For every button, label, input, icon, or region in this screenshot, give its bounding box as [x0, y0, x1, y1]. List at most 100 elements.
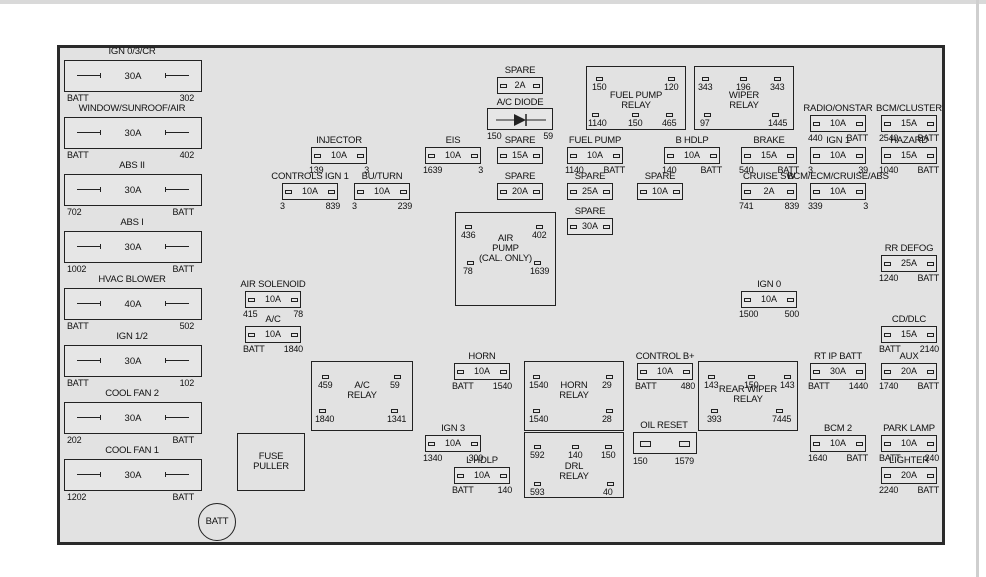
fuse-terminal: [787, 154, 794, 158]
mini-fuse-amp: 20A: [900, 366, 917, 376]
relay-pin: 1840: [315, 414, 335, 424]
relay-pin: 1540: [529, 414, 549, 424]
mini-fuse-amp: 15A: [900, 150, 917, 160]
mini-fuse-label: A/C: [265, 314, 281, 325]
mini-fuse-amp: 10A: [264, 294, 281, 304]
fuse-terminal: [248, 333, 255, 337]
relay-label: FUEL PUMP RELAY: [609, 90, 663, 111]
mini-fuse-amp: 10A: [373, 186, 390, 196]
fuse-terminal: [357, 154, 364, 158]
fuse-terminal: [500, 474, 507, 478]
mini-fuse-label: AUX: [899, 351, 919, 362]
relay-terminal: [606, 409, 613, 413]
relay-label: REAR WIPER RELAY: [718, 384, 778, 405]
relay-pin: 1341: [387, 414, 407, 424]
fuse-terminal: [428, 154, 435, 158]
mini-fuse: 10A: [245, 326, 301, 343]
mini-fuse: 25A: [881, 255, 937, 272]
relay-pin: 150: [744, 380, 759, 390]
fuse-terminal: [570, 154, 577, 158]
fuse-terminal: [683, 370, 690, 374]
mini-fuse-left-pin: 741: [739, 201, 754, 211]
mini-fuse-label: SPARE: [574, 206, 606, 217]
relay-pin: 140: [568, 450, 583, 460]
big-fuse-amp: 30A: [124, 413, 142, 424]
mini-fuse-amp: 2A: [514, 80, 526, 90]
fuse-terminal: [927, 262, 934, 266]
page-border-top: [0, 0, 986, 4]
mini-fuse-label: HORN: [468, 351, 496, 362]
mini-fuse-amp: 10A: [444, 438, 461, 448]
relay-terminal: [708, 375, 715, 379]
mini-fuse-left-pin: 540: [739, 165, 754, 175]
fuse-terminal: [533, 84, 540, 88]
mini-fuse-label: BRAKE: [753, 135, 785, 146]
relay-pin: 1140: [588, 118, 607, 128]
big-fuse-label: HVAC BLOWER: [98, 274, 166, 285]
fuse-terminal: [165, 358, 189, 363]
mini-fuse-left-pin: 339: [808, 201, 823, 211]
mini-fuse-label: IGN 3: [441, 423, 465, 434]
relay-pin: 78: [463, 266, 473, 276]
relay-terminal: [394, 375, 401, 379]
relay-pin: 465: [662, 118, 677, 128]
relay-pin: 97: [700, 118, 710, 128]
mini-fuse: 10A: [425, 435, 481, 452]
fuse-terminal: [744, 298, 751, 302]
mini-fuse-right-pin: BATT: [917, 133, 939, 143]
mini-fuse-left-pin: 415: [243, 309, 258, 319]
mini-fuse-right-pin: 300: [468, 453, 484, 463]
fuse-terminal: [285, 190, 292, 194]
mini-fuse-label: CRUISE SW: [742, 171, 796, 182]
fuse-terminal: [613, 154, 620, 158]
oil-reset-label: OIL RESET: [640, 420, 688, 431]
mini-fuse-left-pin: 1240: [879, 273, 899, 283]
big-fuse-left-pin: BATT: [67, 150, 89, 160]
mini-fuse-right-pin: BATT: [917, 381, 939, 391]
fuse-terminal: [291, 333, 298, 337]
relay-pin: 592: [530, 450, 545, 460]
fuse-terminal: [856, 122, 863, 126]
mini-fuse-left-pin: 440: [808, 133, 823, 143]
relay-terminal: [467, 261, 474, 265]
fuse-terminal: [856, 190, 863, 194]
relay-pin: 150: [592, 82, 607, 92]
mini-fuse-left-pin: 3: [352, 201, 357, 211]
mini-fuse: 10A: [567, 147, 623, 164]
mini-fuse-right-pin: BATT: [603, 165, 625, 175]
fuse-terminal: [927, 474, 934, 478]
oil-reset-terminal: [679, 441, 690, 447]
mini-fuse-label: IGN 1: [826, 135, 850, 146]
relay-pin: 343: [698, 82, 713, 92]
fuse-terminal: [165, 415, 189, 420]
relay-pin: 28: [602, 414, 612, 424]
relay-terminal: [319, 409, 326, 413]
oil-reset-box: [633, 432, 697, 454]
relay-pin: 436: [461, 230, 476, 240]
fuse-terminal: [884, 370, 891, 374]
big-fuse-right-pin: 302: [179, 93, 195, 103]
relay-pin: 143: [780, 380, 795, 390]
mini-fuse-left-pin: 3: [280, 201, 285, 211]
mini-fuse: 10A: [810, 115, 866, 132]
mini-fuse-right-pin: 839: [325, 201, 341, 211]
big-fuse: 30A: [64, 402, 202, 434]
relay-terminal: [666, 113, 673, 117]
mini-fuse-label: SPARE: [504, 171, 536, 182]
fuse-terminal: [291, 298, 298, 302]
mini-fuse-left-pin: BATT: [452, 381, 474, 391]
relay-terminal: [605, 445, 612, 449]
big-fuse-right-pin: BATT: [172, 492, 194, 502]
big-fuse-left-pin: BATT: [67, 378, 89, 388]
mini-fuse-left-pin: BATT: [879, 453, 901, 463]
big-fuse-label: IGN 0/3/CR: [108, 46, 156, 57]
mini-fuse-amp: 2A: [763, 186, 775, 196]
mini-fuse-label: SPARE: [574, 171, 606, 182]
big-fuse-label: COOL FAN 2: [105, 388, 159, 399]
mini-fuse-label: L HDLP: [466, 455, 498, 466]
fuse-terminal: [884, 262, 891, 266]
mini-fuse-label: CD/DLC: [891, 314, 927, 325]
big-fuse-right-pin: 402: [179, 150, 195, 160]
fuse-terminal: [603, 190, 610, 194]
mini-fuse-right-pin: 39: [858, 165, 868, 175]
